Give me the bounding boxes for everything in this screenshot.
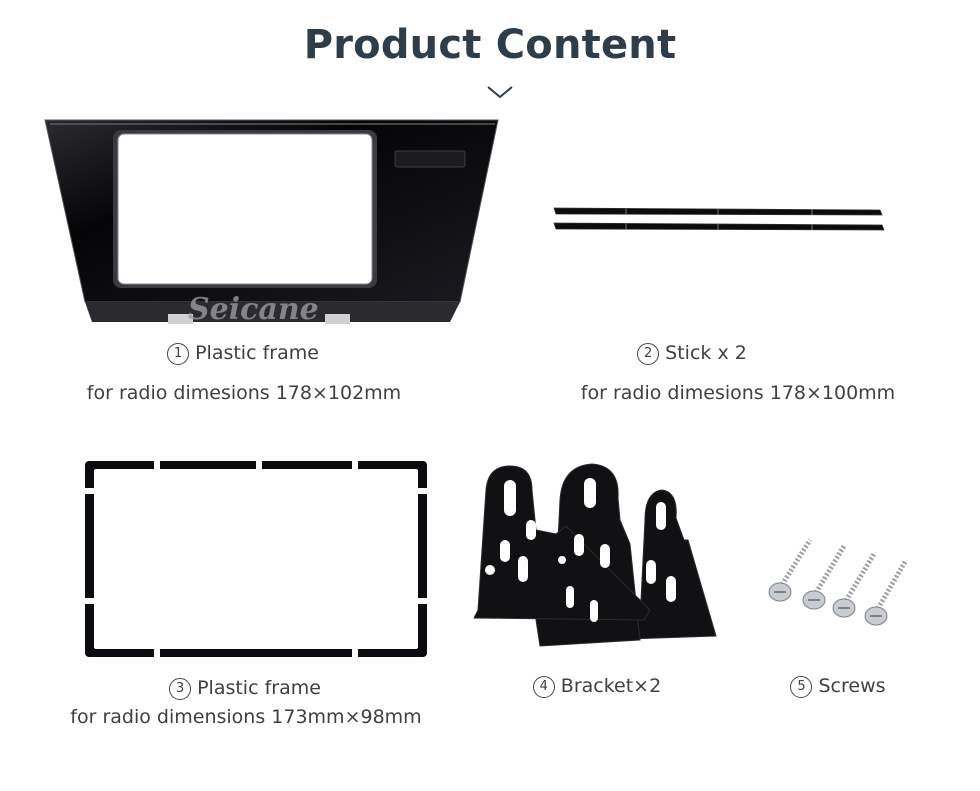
item-3-name: Plastic frame xyxy=(197,677,321,699)
screw-icon xyxy=(802,544,847,610)
item-3-number: 3 xyxy=(169,678,192,700)
chevron-down-icon xyxy=(487,86,513,99)
bracket-image xyxy=(473,463,717,647)
watermark-text: Seicane xyxy=(188,292,319,327)
item-1-detail: for radio dimesions 178×102mm xyxy=(86,382,402,404)
inner-frame-image xyxy=(85,461,427,657)
item-1-name: Plastic frame xyxy=(195,342,319,364)
screw-image xyxy=(768,538,909,626)
page-title: Product Content xyxy=(303,22,677,68)
item-1-number: 1 xyxy=(167,343,190,365)
item-4-number: 4 xyxy=(532,676,555,698)
trim-stick-image xyxy=(553,207,885,231)
item-4-name: Bracket×2 xyxy=(560,675,662,697)
screw-icon xyxy=(864,558,909,626)
item-3-detail: for radio dimensions 173mm×98mm xyxy=(70,706,422,728)
item-2-number: 2 xyxy=(637,343,660,365)
item-2-detail: for radio dimesions 178×100mm xyxy=(580,382,896,404)
item-2-name: Stick x 2 xyxy=(665,342,747,364)
item-5-number: 5 xyxy=(790,676,813,698)
item-5-name: Screws xyxy=(818,675,886,697)
screw-icon xyxy=(832,552,877,618)
dash-frame-image: Seicane xyxy=(44,119,499,327)
screw-icon xyxy=(768,538,813,602)
